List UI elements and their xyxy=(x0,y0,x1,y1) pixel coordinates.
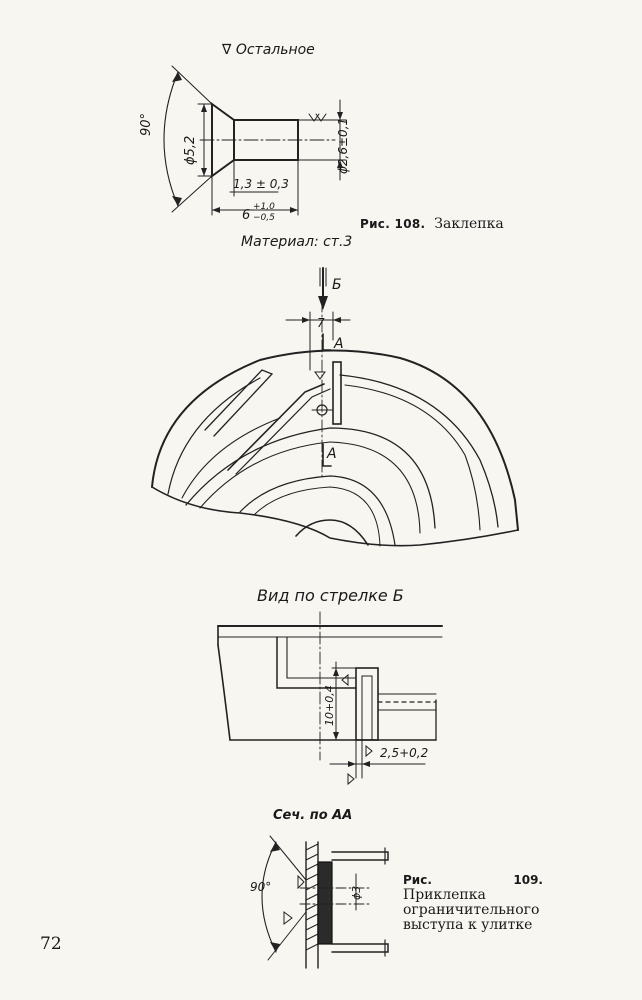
fig109-caption-label: Рис. 109. xyxy=(403,873,543,887)
fig109-caption: Рис. 109. Приклепка ограничительного выс… xyxy=(403,873,543,933)
fig108-caption-label: Рис. 108. xyxy=(360,217,426,231)
material-note: Материал: ст.3 xyxy=(241,234,353,250)
view-b-drawing xyxy=(217,611,443,786)
head-height-label: 1,3 ± 0,3 xyxy=(233,177,289,191)
arrow-b-label: Б xyxy=(332,277,342,293)
finish-note: ∇ Остальное xyxy=(222,42,315,58)
length-lower-tolerance: −0,5 xyxy=(253,213,275,223)
view-b-title: Вид по стрелке Б xyxy=(257,586,404,605)
dim-7-label: 7 xyxy=(317,316,325,330)
section-aa-title: Сеч. по АА xyxy=(273,808,353,823)
length-label: 6 xyxy=(242,208,251,223)
page-number: 72 xyxy=(40,934,62,954)
view-width-dim: 2,5+0,2 xyxy=(380,746,429,760)
section-mark-top: А xyxy=(334,336,344,352)
section-angle-label: 90° xyxy=(250,880,272,894)
fig109-caption-text: Приклепка ограничительного выступа к ули… xyxy=(403,887,540,933)
rivet-drawing xyxy=(163,65,347,216)
section-diameter-label: ϕ3 xyxy=(350,885,363,900)
fig108-caption-text: Заклепка xyxy=(434,216,504,232)
shank-diameter-label: ϕ2,6±0,1 xyxy=(336,117,350,174)
view-height-dim: 10+0,4 xyxy=(323,685,336,726)
fig108-caption: Рис. 108. Заклепка xyxy=(360,216,504,232)
rivet-angle-label: 90° xyxy=(139,112,154,136)
section-aa-drawing xyxy=(261,835,389,969)
length-upper-tolerance: +1,0 xyxy=(253,202,275,212)
section-mark-bottom: А xyxy=(327,446,337,462)
volute-drawing xyxy=(151,267,519,547)
head-diameter-label: ϕ5,2 xyxy=(183,135,198,165)
